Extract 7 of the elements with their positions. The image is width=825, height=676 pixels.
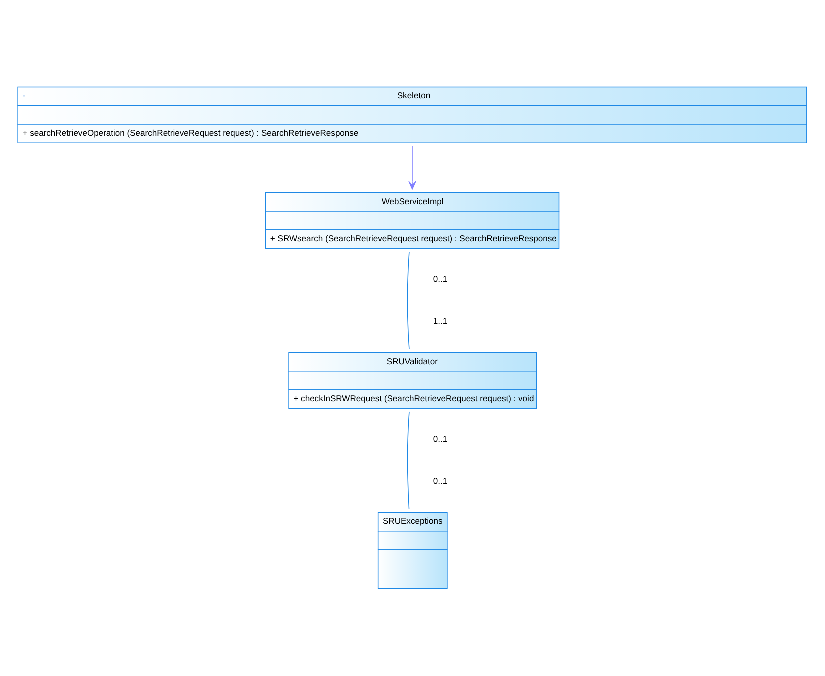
connector [407, 252, 410, 350]
label: 1..1 [433, 316, 448, 326]
label: 0..1 [433, 434, 448, 444]
label: 0..1 [433, 476, 448, 486]
connector [407, 412, 410, 510]
label: 0..1 [433, 274, 448, 284]
arrow [408, 146, 416, 190]
